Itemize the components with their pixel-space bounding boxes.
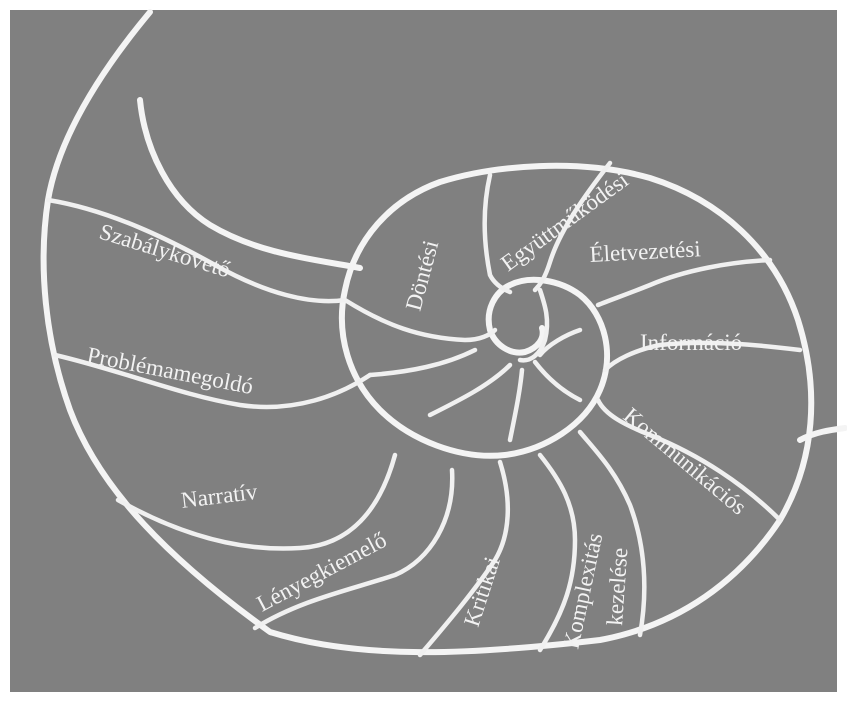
label-informacio: Információ xyxy=(640,330,742,355)
shell-tail xyxy=(800,428,845,440)
label-kezelese: kezelése xyxy=(602,547,632,626)
septum-14 xyxy=(370,350,475,375)
septum-12 xyxy=(485,175,510,292)
label-komplexitas: Komplexitás xyxy=(558,531,607,651)
label-eletvezetesi: Életvezetési xyxy=(589,236,701,267)
label-kommunikacios: Kommunikációs xyxy=(619,403,752,520)
septum-19 xyxy=(430,365,510,415)
label-dontesi: Döntési xyxy=(401,238,444,314)
label-narrativ: Narratív xyxy=(180,479,260,513)
septum-17 xyxy=(535,362,580,400)
label-problemamegoldo: Problémamegoldó xyxy=(85,342,255,399)
label-lenyegkiemelo: Lényegkiemelő xyxy=(253,527,391,616)
septum-18 xyxy=(510,370,522,440)
label-kritikai: Kritikai xyxy=(459,554,505,630)
septum-10 xyxy=(598,260,770,305)
